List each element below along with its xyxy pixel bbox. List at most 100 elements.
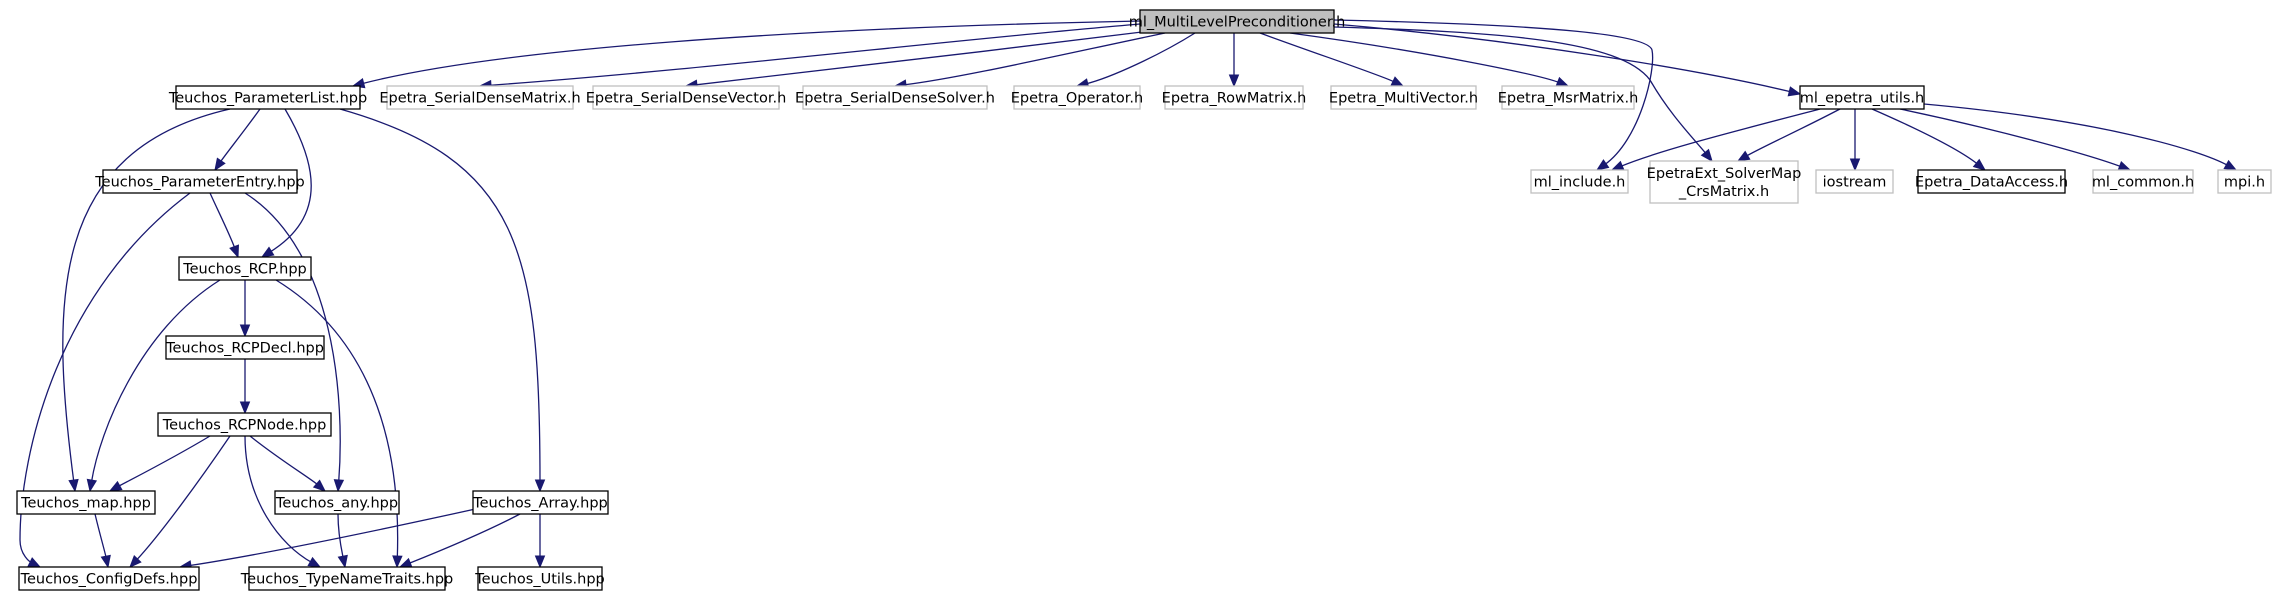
node-box: [1530, 169, 1629, 194]
edge-rcpn-to-cfg: [135, 435, 231, 561]
arrow-head-icon: [1787, 86, 1802, 97]
node-box: [1013, 85, 1141, 110]
node-eda[interactable]: Epetra_DataAccess.h: [1915, 169, 2068, 194]
node-box: [472, 490, 609, 515]
node-label: Epetra_SerialDenseMatrix.h: [379, 91, 580, 107]
node-label: Epetra_Operator.h: [1011, 91, 1143, 107]
edge-root-to-msr: [1289, 32, 1560, 84]
arrow-head-icon: [2223, 159, 2238, 171]
edge-tpl-to-tpe: [219, 108, 261, 163]
edge-map-to-cfg: [94, 513, 107, 559]
node-ios: iostream: [1815, 169, 1894, 194]
edge-root-to-esm: [1333, 26, 1707, 155]
edge-rcpn-to-any: [249, 435, 319, 486]
node-box: [18, 566, 200, 591]
arrow-head-icon: [534, 555, 546, 569]
edge-any-to-tnt: [337, 513, 344, 559]
node-box: [386, 85, 574, 110]
node-tpl[interactable]: Teuchos_ParameterList.hpp: [168, 85, 367, 110]
node-label: ml_epetra_utils.h: [1800, 91, 1925, 107]
arrow-head-icon: [1390, 76, 1405, 87]
node-meu[interactable]: ml_epetra_utils.h: [1799, 85, 1925, 110]
arrow-head-icon: [214, 157, 226, 172]
arrow-head-icon: [534, 479, 546, 493]
arrow-head-icon: [1736, 150, 1751, 162]
node-box: [248, 566, 446, 591]
node-arr[interactable]: Teuchos_Array.hpp: [472, 490, 609, 515]
node-label: Teuchos_ParameterList.hpp: [168, 91, 367, 107]
graph-nodes: ml_MultiLevelPreconditioner.hTeuchos_Par…: [16, 9, 2272, 591]
arrow-head-icon: [229, 244, 239, 259]
node-sds: Epetra_SerialDenseSolver.h: [795, 85, 995, 110]
arrow-head-icon: [1228, 74, 1240, 88]
edge-tpe-to-cfg: [19, 192, 191, 564]
node-rcpd[interactable]: Teuchos_RCPDecl.hpp: [165, 335, 325, 360]
node-label: Teuchos_ConfigDefs.hpp: [20, 572, 198, 588]
node-sdv: Epetra_SerialDenseVector.h: [586, 85, 786, 110]
node-box: [1649, 160, 1799, 204]
node-label: Epetra_RowMatrix.h: [1162, 91, 1307, 107]
edge-root-to-mli: [1333, 19, 1654, 166]
edge-meu-to-mli: [1620, 108, 1821, 168]
arrow-head-icon: [100, 554, 111, 569]
node-label: Teuchos_TypeNameTraits.hpp: [240, 572, 453, 588]
node-cfg[interactable]: Teuchos_ConfigDefs.hpp: [18, 566, 200, 591]
node-label: Teuchos_ParameterEntry.hpp: [94, 175, 305, 191]
arrow-head-icon: [129, 555, 142, 568]
node-any[interactable]: Teuchos_any.hpp: [274, 490, 400, 515]
node-box: [802, 85, 988, 110]
node-tpe[interactable]: Teuchos_ParameterEntry.hpp: [94, 169, 305, 194]
node-box: [592, 85, 780, 110]
node-label: Teuchos_RCPNode.hpp: [162, 418, 327, 434]
node-label: Teuchos_map.hpp: [20, 496, 151, 512]
node-utl[interactable]: Teuchos_Utils.hpp: [474, 566, 605, 591]
node-label: mpi.h: [2224, 175, 2265, 191]
arrow-head-icon: [312, 479, 326, 492]
node-box: [157, 412, 332, 437]
node-mpi: mpi.h: [2217, 169, 2272, 194]
edge-root-to-tpl: [361, 20, 1141, 85]
node-msr: Epetra_MsrMatrix.h: [1498, 85, 1638, 110]
node-label: Teuchos_RCPDecl.hpp: [165, 341, 324, 357]
node-label: Epetra_SerialDenseSolver.h: [795, 91, 995, 107]
node-mlc: ml_common.h: [2092, 169, 2194, 194]
arrow-head-icon: [1700, 148, 1713, 163]
node-label: Teuchos_Array.hpp: [472, 496, 608, 512]
node-label: Teuchos_any.hpp: [275, 496, 398, 512]
edge-meu-to-mlc: [1899, 108, 2122, 168]
node-rcpn[interactable]: Teuchos_RCPNode.hpp: [157, 412, 332, 437]
node-map[interactable]: Teuchos_map.hpp: [16, 490, 156, 515]
node-label: Epetra_DataAccess.h: [1915, 175, 2068, 191]
node-box: [1917, 169, 2066, 194]
node-label: Teuchos_Utils.hpp: [474, 572, 604, 588]
node-box: [102, 169, 298, 194]
node-box: [1815, 169, 1894, 194]
edge-rcp-to-map: [90, 279, 221, 483]
node-rcp[interactable]: Teuchos_RCP.hpp: [178, 256, 312, 281]
edge-tpe-to-rcp: [209, 192, 236, 249]
node-box: [165, 335, 325, 360]
node-label: iostream: [1823, 175, 1887, 191]
arrow-head-icon: [1849, 158, 1861, 172]
arrow-head-icon: [1555, 76, 1570, 87]
edge-root-to-meu: [1333, 23, 1792, 93]
node-box: [1139, 9, 1335, 34]
edge-arr-to-cfg: [188, 507, 481, 567]
node-root[interactable]: ml_MultiLevelPreconditioner.h: [1129, 9, 1346, 34]
node-box: [178, 256, 312, 281]
arrow-head-icon: [2117, 161, 2132, 171]
node-label: EpetraExt_SolverMap: [1647, 166, 1802, 182]
graph-edges: [19, 19, 2238, 571]
arrow-head-icon: [239, 401, 251, 415]
node-label: ml_common.h: [2092, 175, 2194, 191]
node-op: Epetra_Operator.h: [1011, 85, 1143, 110]
node-esm: EpetraExt_SolverMap_CrsMatrix.h: [1647, 160, 1802, 204]
node-mli: ml_include.h: [1530, 169, 1629, 194]
arrow-head-icon: [398, 557, 413, 568]
node-tnt[interactable]: Teuchos_TypeNameTraits.hpp: [240, 566, 453, 591]
node-label: Teuchos_RCP.hpp: [182, 262, 307, 278]
node-box: [175, 85, 361, 110]
node-label: ml_MultiLevelPreconditioner.h: [1129, 15, 1346, 31]
arrow-head-icon: [1972, 158, 1987, 171]
